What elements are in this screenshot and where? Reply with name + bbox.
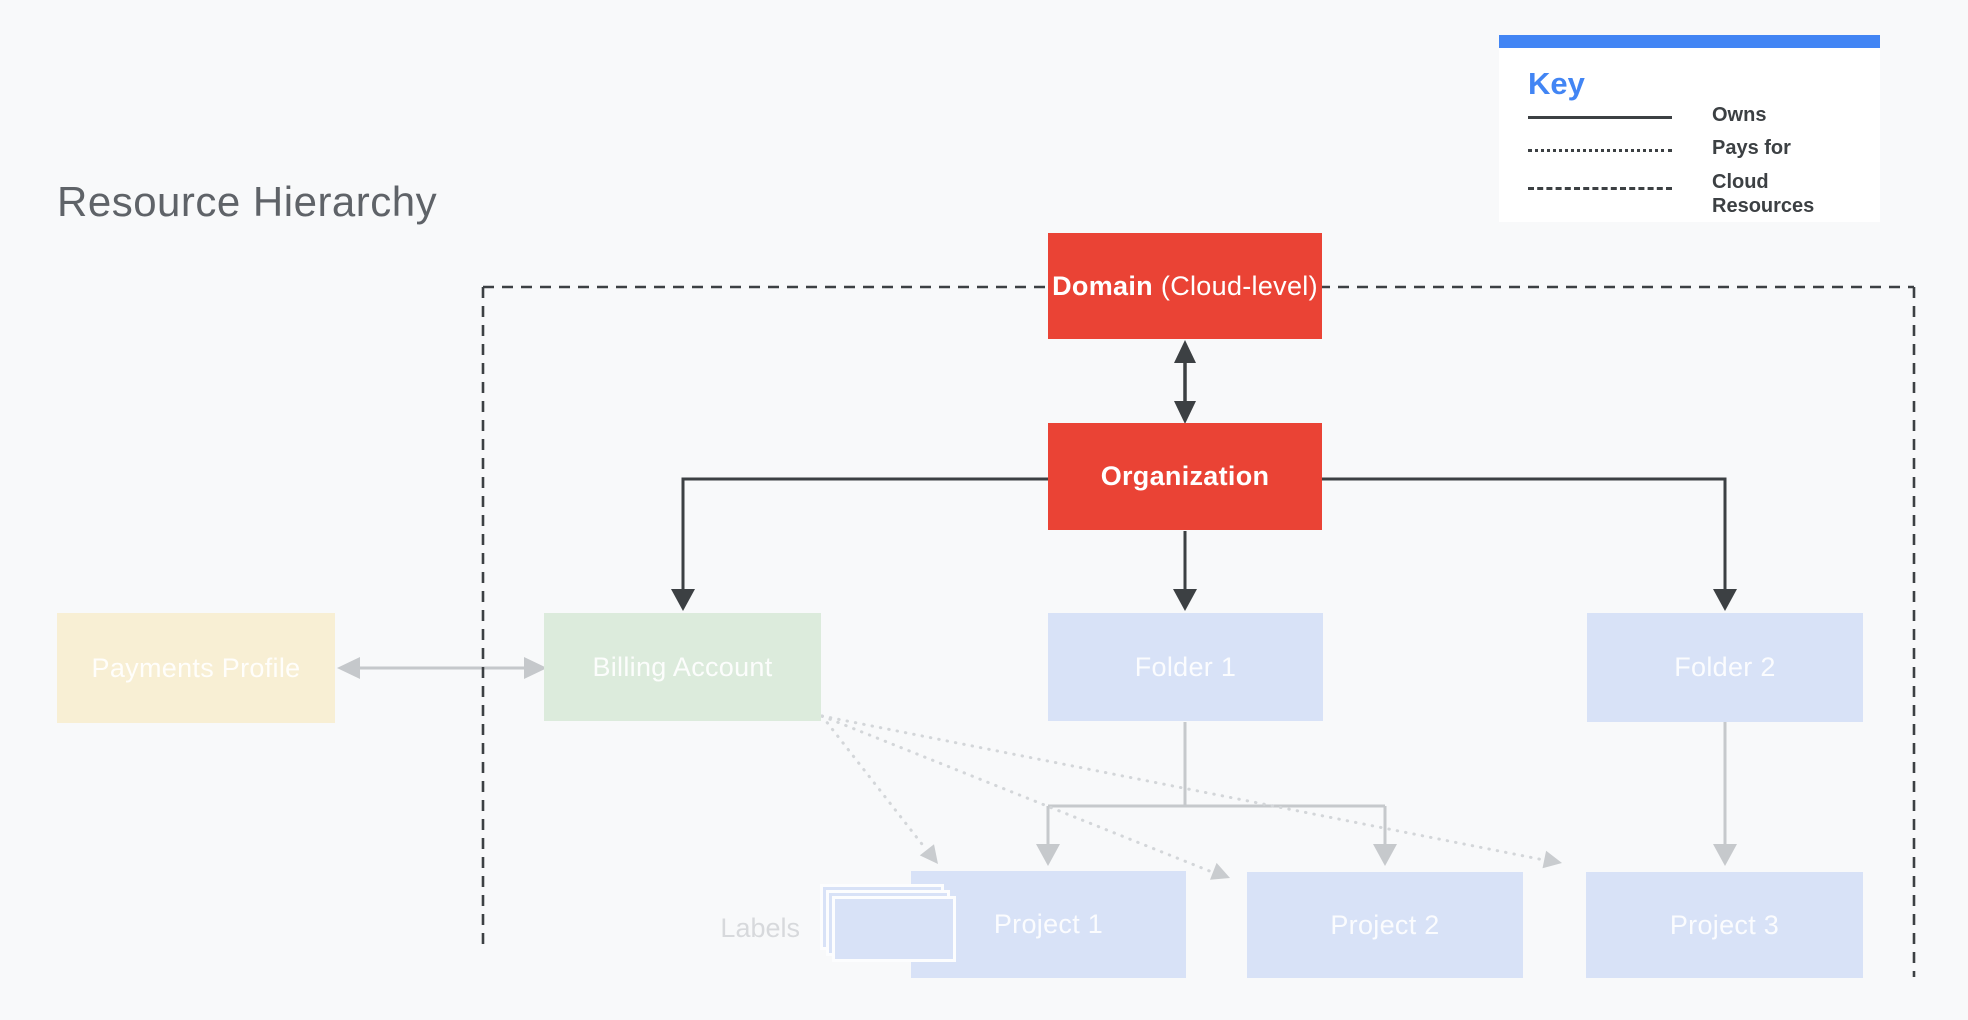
node-organization: Organization bbox=[1048, 423, 1322, 530]
node-project-1: Project 1 bbox=[911, 871, 1186, 978]
legend-title: Key bbox=[1528, 66, 1585, 101]
node-folder-2: Folder 2 bbox=[1587, 613, 1863, 722]
node-payments-profile: Payments Profile bbox=[57, 613, 335, 723]
node-domain: Domain (Cloud-level) bbox=[1048, 233, 1322, 339]
pays-for-connectors bbox=[820, 714, 1562, 880]
page-title: Resource Hierarchy bbox=[57, 178, 438, 225]
legend-label-owns: Owns bbox=[1712, 104, 1767, 126]
node-domain-label-rest: (Cloud-level) bbox=[1160, 270, 1318, 301]
node-project-2: Project 2 bbox=[1247, 872, 1523, 978]
legend-label-cloud-resources: Cloud Resources bbox=[1712, 171, 1815, 217]
labels-cards-icon bbox=[820, 884, 960, 966]
node-project-3: Project 3 bbox=[1586, 872, 1863, 978]
owns-connectors bbox=[671, 340, 1737, 611]
folder-project-connectors bbox=[1036, 722, 1737, 866]
legend-pays-for-line-sample bbox=[1528, 149, 1672, 152]
legend-accent-bar bbox=[1499, 35, 1880, 48]
label-card-front bbox=[832, 896, 956, 962]
cloud-resources-boundary bbox=[481, 285, 1916, 977]
payments-billing-arrow bbox=[337, 657, 547, 679]
legend-key: Key Owns Pays for Cloud Resources bbox=[1499, 35, 1880, 222]
legend-owns-line-sample bbox=[1528, 116, 1672, 119]
node-domain-label-bold: Domain bbox=[1052, 270, 1153, 301]
legend-label-pays-for: Pays for bbox=[1712, 137, 1791, 159]
legend-cloud-resources-line-sample bbox=[1528, 187, 1672, 190]
node-folder-1: Folder 1 bbox=[1048, 613, 1323, 721]
labels-annotation: Labels bbox=[720, 913, 800, 943]
node-billing-account: Billing Account bbox=[544, 613, 821, 721]
